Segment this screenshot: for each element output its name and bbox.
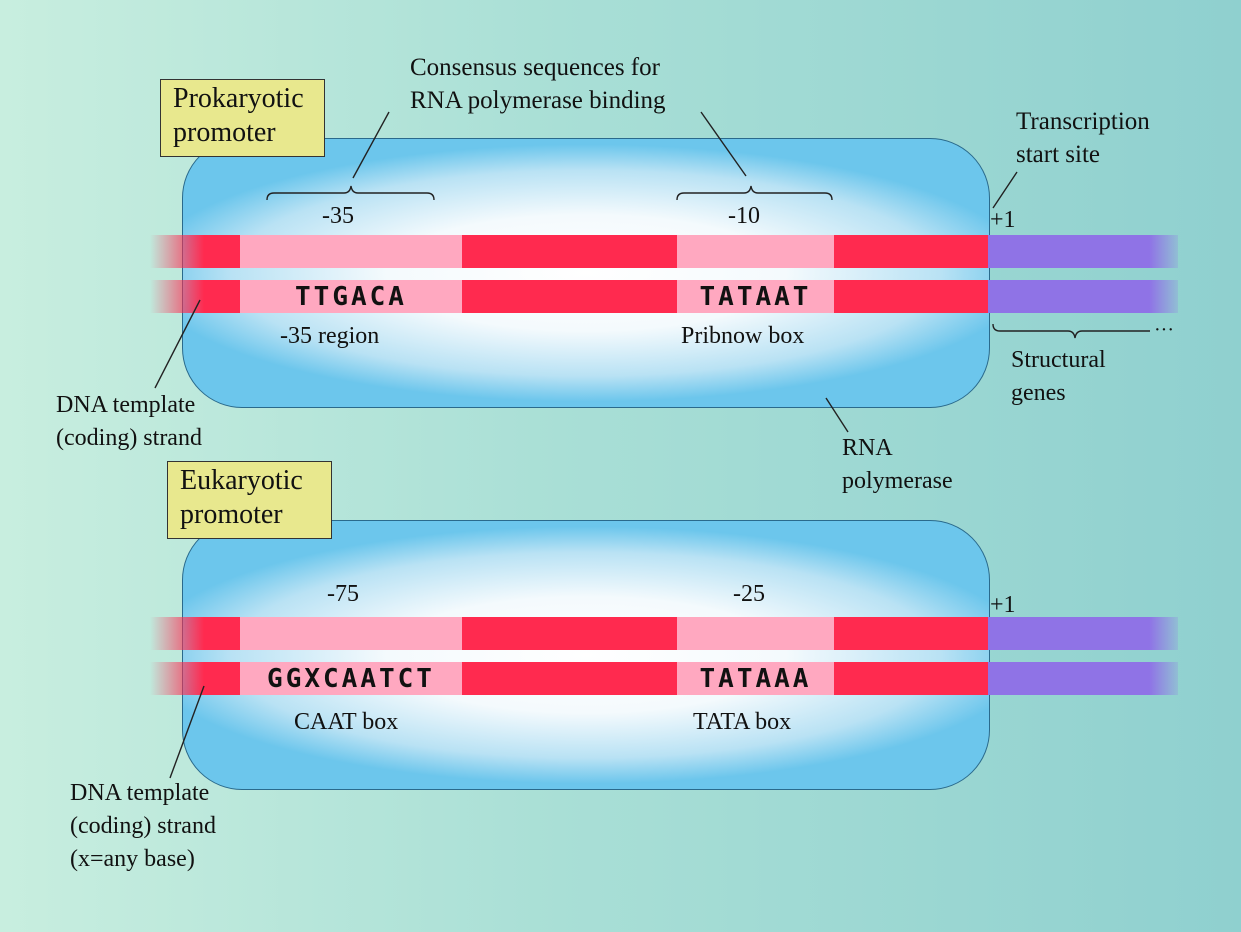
transcription-start-label: Transcription start site	[1016, 108, 1150, 168]
rna-polymerase-pointer	[825, 397, 849, 433]
prokaryotic-pribnow-box: Pribnow box	[681, 323, 805, 349]
structural-genes-label: Structural genes	[1011, 347, 1106, 406]
eukaryotic-pos-75: -75	[327, 581, 359, 607]
eukaryotic-template-label: DNA template (coding) strand (x=any base…	[70, 780, 216, 872]
eukaryotic-top-strand	[150, 617, 1180, 650]
start-site-pointer	[992, 171, 1018, 209]
eukaryotic-plus-one: +1	[990, 592, 1016, 618]
ellipsis: ···	[1154, 319, 1174, 341]
prokaryotic-region-35: -35 region	[280, 323, 380, 349]
brace-minus10	[676, 185, 833, 201]
eukaryotic-caat-box: CAAT box	[294, 709, 399, 735]
eukaryotic-tata-box: TATA box	[693, 709, 792, 735]
prokaryotic-seq-35: TTGACA	[295, 282, 407, 312]
prokaryotic-rna-polymerase	[182, 138, 990, 408]
eukaryotic-promoter-title: Eukaryotic promoter	[167, 461, 332, 539]
consensus-pointer-left	[352, 111, 390, 179]
eukaryotic-template-strand: GGXCAATCT TATAAA	[150, 662, 1180, 695]
prokaryotic-promoter-title: Prokaryotic promoter	[160, 79, 325, 157]
eukaryotic-seq-tata: TATAAA	[699, 664, 812, 694]
prokaryotic-template-pointer	[154, 299, 201, 389]
rna-polymerase-label: RNA polymerase	[842, 435, 953, 494]
eukaryotic-template-pointer	[169, 685, 205, 779]
eukaryotic-pos-25: -25	[733, 581, 765, 607]
prokaryotic-pos-10: -10	[728, 203, 760, 229]
prokaryotic-pos-35: -35	[322, 203, 354, 229]
prokaryotic-template-label: DNA template (coding) strand	[56, 392, 202, 451]
brace-minus35	[266, 185, 435, 201]
brace-structural-genes	[992, 323, 1150, 339]
consensus-pointer-right	[700, 111, 747, 177]
eukaryotic-rna-polymerase	[182, 520, 990, 790]
prokaryotic-template-strand: TTGACA TATAAT	[150, 280, 1180, 313]
prokaryotic-top-strand	[150, 235, 1180, 268]
prokaryotic-plus-one: +1	[990, 207, 1016, 233]
consensus-label: Consensus sequences for RNA polymerase b…	[410, 54, 666, 114]
prokaryotic-seq-10: TATAAT	[699, 282, 812, 312]
eukaryotic-seq-caat: GGXCAATCT	[267, 664, 435, 694]
